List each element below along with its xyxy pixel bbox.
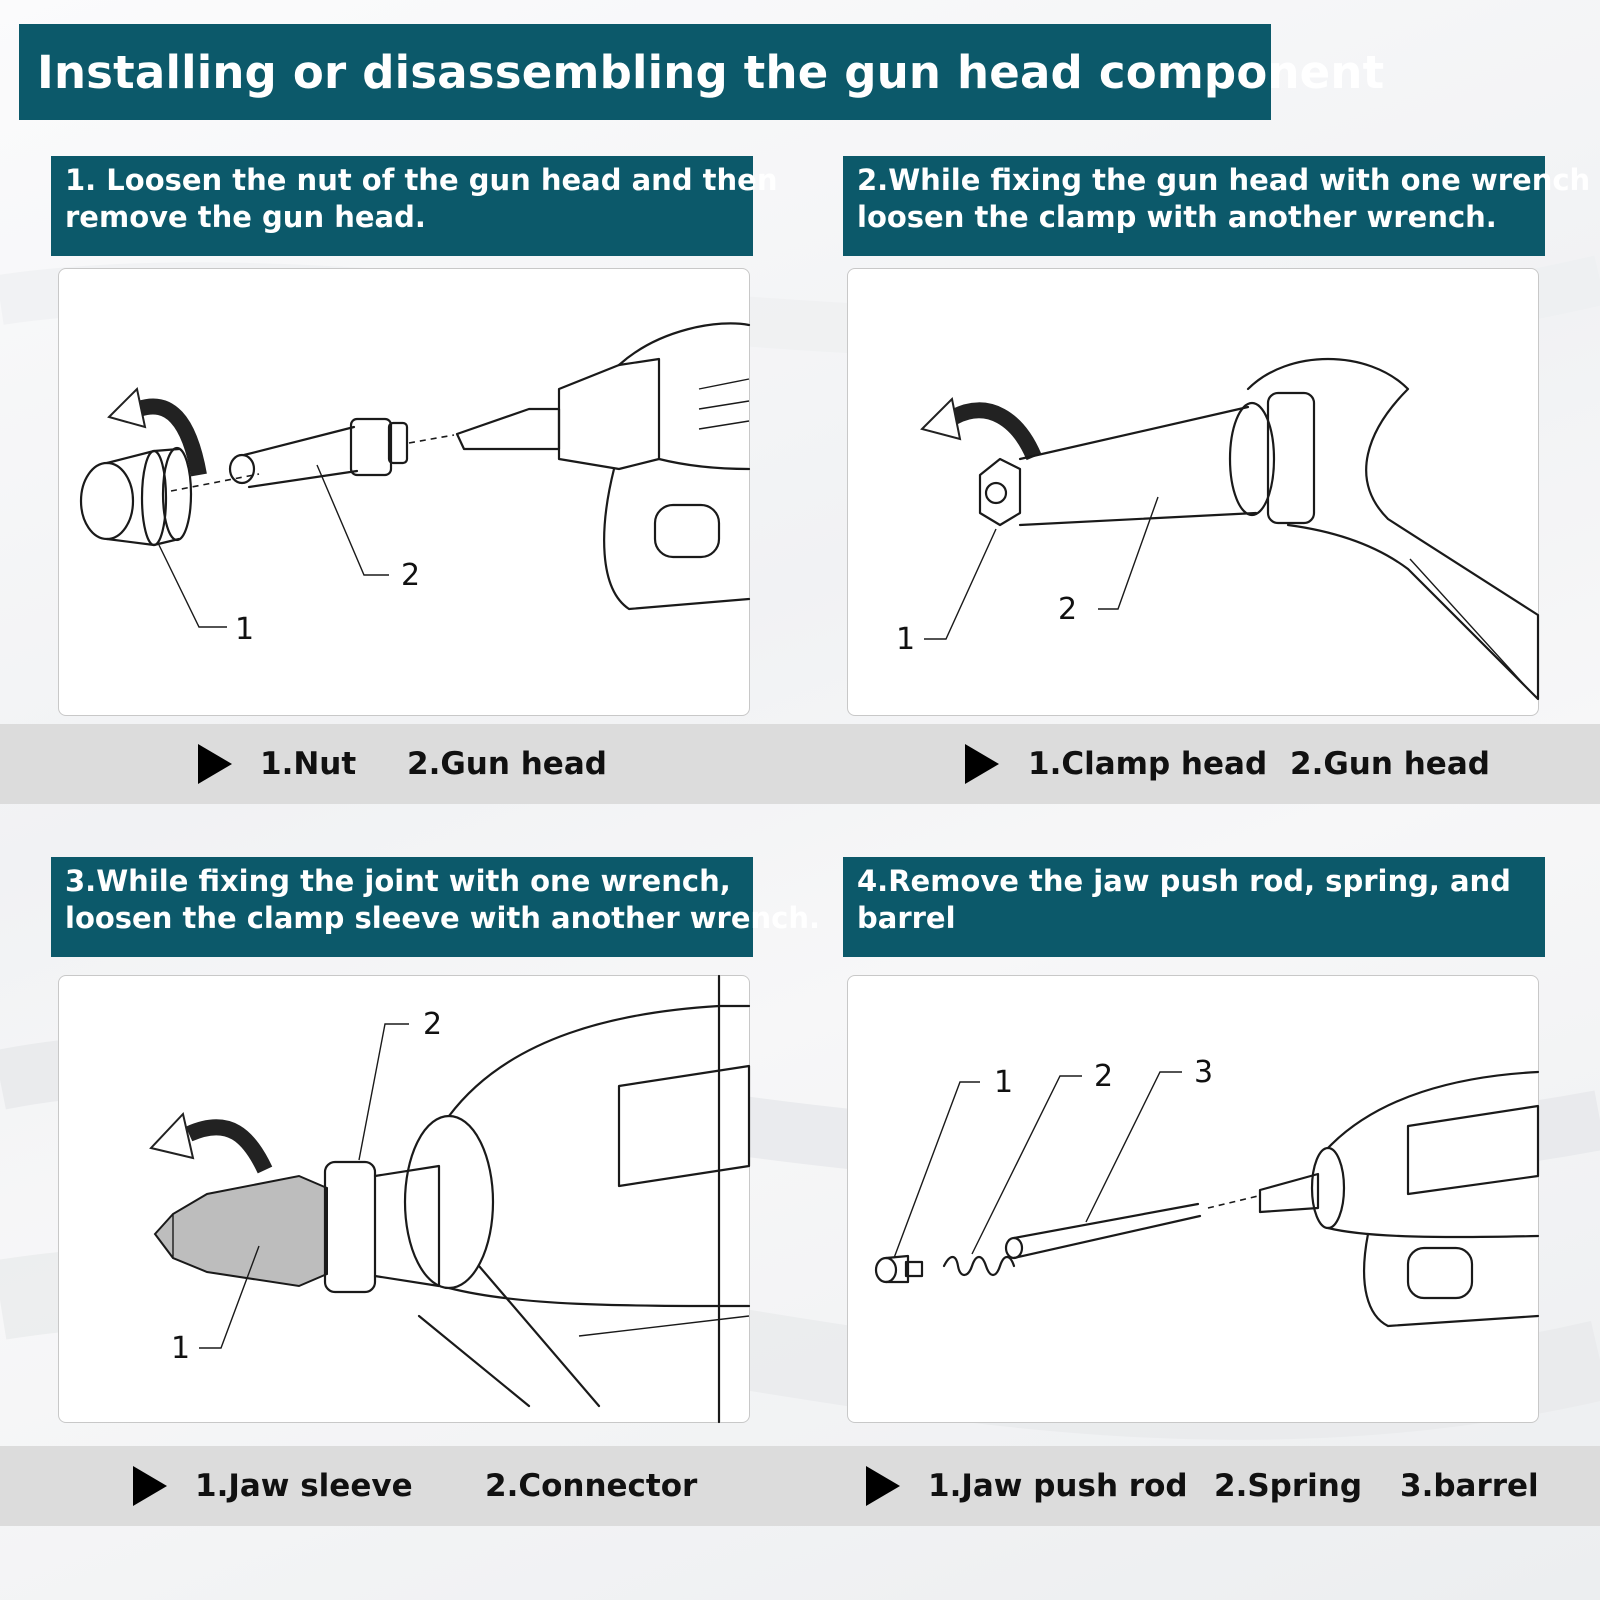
callout-1: 1	[896, 622, 915, 657]
nut-part	[79, 446, 193, 547]
gun-head-part	[228, 417, 409, 489]
wrench	[1246, 357, 1540, 701]
counterclockwise-arrow-icon	[149, 1111, 273, 1174]
spring-part	[942, 1255, 1016, 1277]
gun-head-part	[1018, 401, 1276, 527]
legend-step-1-item-1: 1.Nut	[260, 746, 357, 782]
play-triangle-icon	[965, 744, 999, 784]
legend-step-3-item-1: 1.Jaw sleeve	[195, 1468, 413, 1504]
step-3-header-line-1: 3.While fixing the joint with one wrench…	[65, 864, 731, 898]
step-1-header: 1. Loosen the nut of the gun head and th…	[51, 156, 778, 256]
page-title: Installing or disassembling the gun head…	[19, 24, 1384, 120]
jaw-sleeve-part	[153, 1174, 328, 1288]
tool-body	[1258, 1070, 1540, 1328]
counterclockwise-arrow-icon	[920, 396, 1042, 461]
step-3-header: 3.While fixing the joint with one wrench…	[51, 857, 821, 957]
play-triangle-icon	[133, 1466, 167, 1506]
callout-1: 1	[171, 1331, 190, 1366]
legend-step-4-item-3: 3.barrel	[1400, 1468, 1539, 1504]
jaw-push-rod-part	[874, 1254, 924, 1284]
step-2-header-line-2: loosen the clamp with another wrench.	[857, 200, 1497, 234]
legend-step-4-item-2: 2.Spring	[1214, 1468, 1363, 1504]
callout-2: 2	[423, 1007, 442, 1042]
step-2-figure: 1 2	[847, 268, 1540, 716]
play-triangle-icon	[198, 744, 232, 784]
step-4-header: 4.Remove the jaw push rod, spring, and b…	[843, 857, 1545, 957]
legend-step-3-item-2: 2.Connector	[485, 1468, 698, 1504]
step-4-figure: 1 2 3	[847, 975, 1540, 1423]
step-2-header: 2.While fixing the gun head with one wre…	[843, 156, 1591, 256]
callout-1: 1	[994, 1065, 1013, 1100]
step-1-header-line-2: remove the gun head.	[65, 200, 426, 234]
counterclockwise-arrow-icon	[107, 386, 207, 477]
step-3-figure: 1 2	[58, 974, 751, 1424]
legend-band-2: 1.Jaw sleeve 2.Connector 1.Jaw push rod …	[0, 1446, 1600, 1526]
step-1-header-line-1: 1. Loosen the nut of the gun head and th…	[65, 163, 778, 197]
barrel-part	[1004, 1202, 1202, 1260]
legend-step-1-item-2: 2.Gun head	[407, 746, 607, 782]
callout-2: 2	[1058, 592, 1077, 627]
connector-part	[323, 1160, 441, 1294]
step-1-figure: 1 2	[58, 268, 751, 716]
legend-band-1: 1.Nut 2.Gun head 1.Clamp head 2.Gun head	[0, 724, 1600, 804]
callout-2: 2	[401, 558, 420, 593]
clamp-head-part	[978, 457, 1022, 527]
tool-body	[455, 322, 751, 611]
callout-2: 2	[1094, 1059, 1113, 1094]
callout-3: 3	[1194, 1055, 1213, 1090]
legend-step-2-item-1: 1.Clamp head	[1028, 746, 1268, 782]
step-4-header-line-1: 4.Remove the jaw push rod, spring, and	[857, 864, 1511, 898]
step-3-header-line-2: loosen the clamp sleeve with another wre…	[65, 901, 821, 935]
play-triangle-icon	[866, 1466, 900, 1506]
tool-body	[403, 974, 751, 1424]
step-2-header-line-1: 2.While fixing the gun head with one wre…	[857, 163, 1591, 197]
step-4-header-line-2: barrel	[857, 901, 956, 935]
legend-step-4-item-1: 1.Jaw push rod	[928, 1468, 1188, 1504]
callout-1: 1	[235, 612, 254, 647]
legend-step-2-item-2: 2.Gun head	[1290, 746, 1490, 782]
